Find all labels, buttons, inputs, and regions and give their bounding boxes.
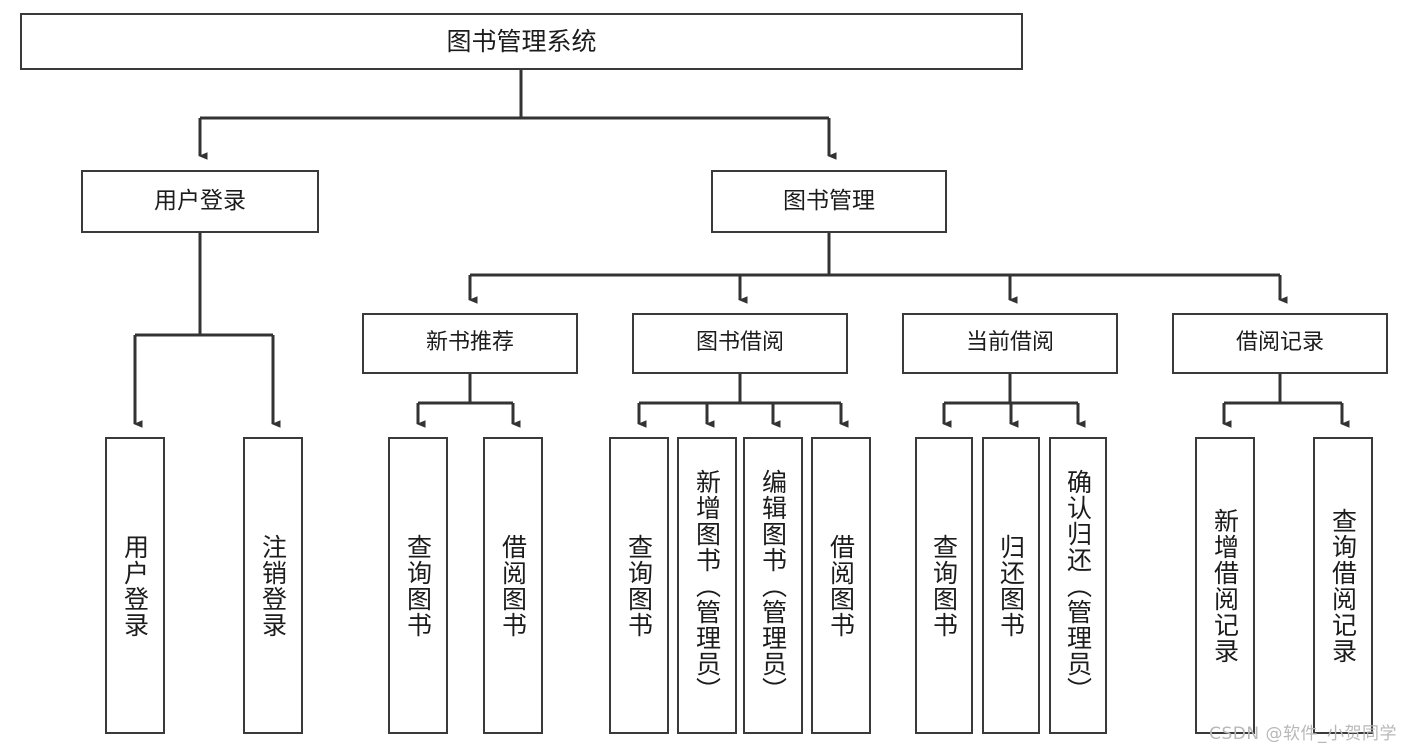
node-user-login[interactable]: 用户登录 — [81, 170, 319, 233]
node-book-management[interactable]: 图书管理 — [711, 170, 947, 233]
node-leaf-query-record-label: 查询借阅记录 — [1328, 507, 1358, 664]
node-leaf-query-book-2[interactable]: 查询图书 — [609, 437, 669, 734]
node-leaf-add-book[interactable]: 新增图书（管理员） — [677, 437, 737, 734]
node-user-login-label: 用户登录 — [154, 187, 246, 214]
node-leaf-query-book-2-label: 查询图书 — [624, 533, 654, 638]
node-leaf-query-book-3[interactable]: 查询图书 — [915, 437, 973, 734]
node-leaf-query-book-1-label: 查询图书 — [403, 533, 433, 638]
node-leaf-edit-book-label: 编辑图书（管理员） — [758, 468, 788, 703]
node-leaf-add-record-label: 新增借阅记录 — [1210, 507, 1240, 664]
node-leaf-user-login-label: 用户登录 — [120, 533, 150, 638]
node-leaf-user-login[interactable]: 用户登录 — [105, 437, 165, 734]
node-current-borrow-label: 当前借阅 — [965, 330, 1054, 356]
node-leaf-add-book-label: 新增图书（管理员） — [692, 468, 722, 703]
node-book-borrow-label: 图书借阅 — [695, 330, 784, 356]
node-leaf-edit-book[interactable]: 编辑图书（管理员） — [743, 437, 803, 734]
node-leaf-borrow-book-2[interactable]: 借阅图书 — [811, 437, 871, 734]
node-leaf-query-record[interactable]: 查询借阅记录 — [1313, 437, 1373, 734]
node-leaf-return-book-label: 归还图书 — [996, 533, 1026, 638]
node-leaf-confirm-return-label: 确认归还（管理员） — [1063, 468, 1093, 703]
node-leaf-return-book[interactable]: 归还图书 — [982, 437, 1040, 734]
node-new-book-recommend-label: 新书推荐 — [425, 330, 514, 356]
node-leaf-query-book-3-label: 查询图书 — [929, 533, 959, 638]
node-leaf-confirm-return[interactable]: 确认归还（管理员） — [1049, 437, 1107, 734]
node-root-book-management-system[interactable]: 图书管理系统 — [20, 13, 1023, 70]
csdn-watermark: CSDN @软件_小贺同学 — [1209, 724, 1397, 744]
node-leaf-add-record[interactable]: 新增借阅记录 — [1195, 437, 1255, 734]
node-new-book-recommend[interactable]: 新书推荐 — [362, 313, 578, 374]
node-leaf-borrow-book-1[interactable]: 借阅图书 — [483, 437, 543, 734]
node-book-borrow[interactable]: 图书借阅 — [632, 313, 848, 374]
node-book-management-label: 图书管理 — [783, 187, 875, 214]
node-leaf-borrow-book-1-label: 借阅图书 — [498, 533, 528, 638]
node-leaf-logout-login[interactable]: 注销登录 — [243, 437, 303, 734]
node-borrow-record[interactable]: 借阅记录 — [1172, 313, 1388, 374]
node-borrow-record-label: 借阅记录 — [1235, 330, 1324, 356]
node-current-borrow[interactable]: 当前借阅 — [902, 313, 1118, 374]
node-root-label: 图书管理系统 — [446, 26, 597, 56]
node-leaf-borrow-book-2-label: 借阅图书 — [826, 533, 856, 638]
node-leaf-logout-login-label: 注销登录 — [258, 533, 288, 638]
node-leaf-query-book-1[interactable]: 查询图书 — [388, 437, 448, 734]
